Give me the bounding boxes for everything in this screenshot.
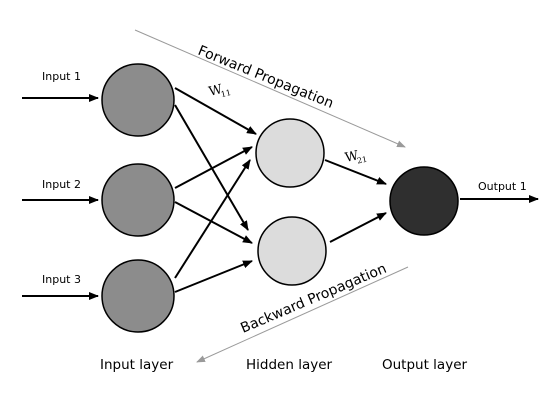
input-3-label: Input 3	[42, 273, 81, 286]
output-1-label: Output 1	[478, 180, 527, 193]
hidden-node-2	[257, 216, 327, 286]
backward-propagation-arrow	[196, 266, 409, 363]
input-1-label: Input 1	[42, 70, 81, 83]
input-2-label: Input 2	[42, 178, 81, 191]
svg-text:W: W	[344, 148, 361, 166]
svg-text:21: 21	[356, 155, 368, 166]
hidden-node-1	[255, 118, 325, 188]
connection-hidden2-output	[329, 212, 387, 243]
output-layer-label: Output layer	[382, 357, 468, 373]
connection-input2-hidden2	[174, 201, 253, 244]
connection-hidden1-output	[324, 159, 387, 185]
input-layer-label: Input layer	[100, 357, 174, 373]
forward-propagation-arrow	[134, 29, 406, 148]
input-node-3	[101, 259, 175, 333]
weight-w11-label: W 11	[207, 82, 232, 100]
weight-w21-label: W 21	[344, 148, 368, 166]
connection-input1-hidden1	[174, 87, 257, 135]
forward-propagation-label: Forward Propagation	[196, 43, 336, 112]
output-node	[389, 166, 459, 236]
svg-text:W: W	[207, 82, 224, 100]
svg-text:11: 11	[220, 88, 232, 99]
input-node-2	[101, 163, 175, 237]
connection-input2-hidden1	[174, 146, 253, 189]
hidden-layer-label: Hidden layer	[246, 357, 333, 373]
input-node-1	[101, 63, 175, 137]
connection-input3-hidden2	[174, 260, 253, 293]
connection-input3-hidden1	[174, 159, 251, 279]
